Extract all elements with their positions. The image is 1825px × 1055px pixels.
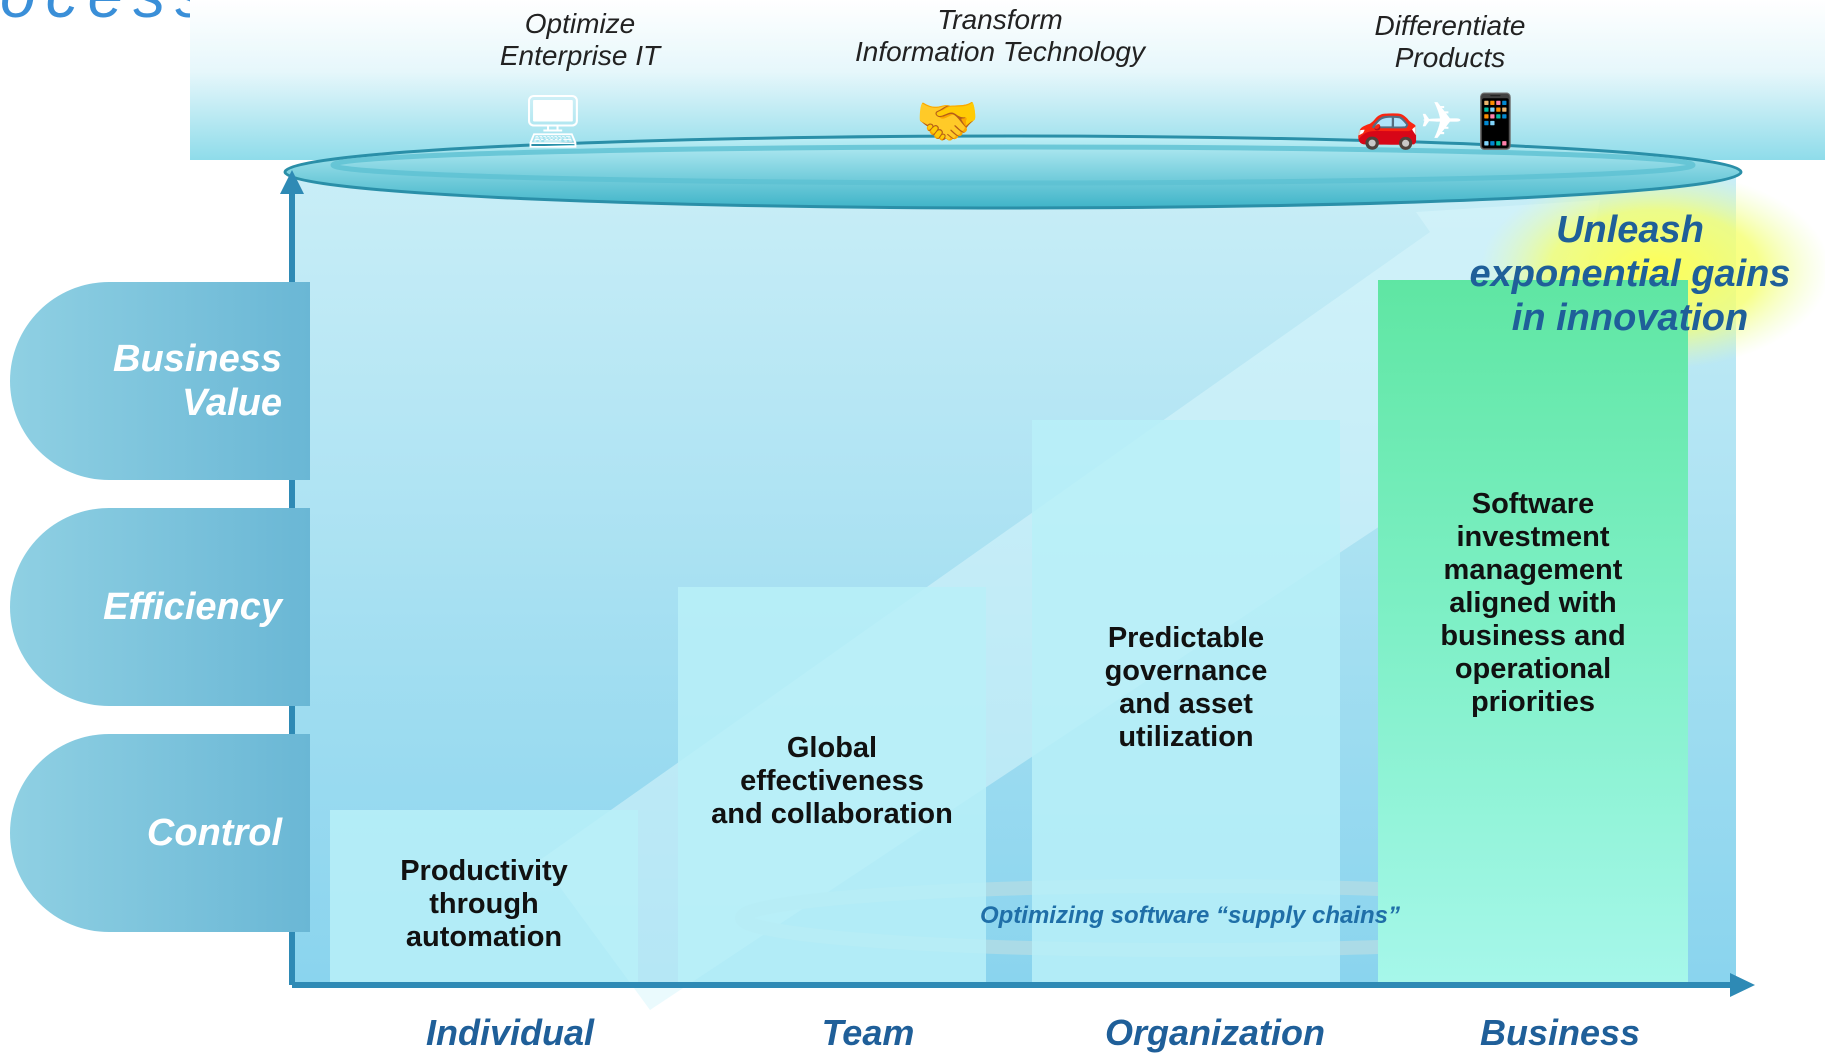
computer-icon: 🖥 (520, 93, 587, 151)
level-efficiency: Efficiency (10, 508, 310, 706)
products-icon: 🚗✈📱 (1355, 93, 1529, 151)
y-axis-arrowhead (280, 170, 304, 194)
axis-label-business: Business (1479, 1012, 1641, 1053)
top-ring (283, 134, 1743, 210)
axis-label-individual: Individual (425, 1012, 594, 1053)
partial-title: ocess (0, 0, 217, 32)
axis-label-team: Team (821, 1012, 915, 1053)
top-band (190, 0, 1825, 160)
handshake-icon: 🤝 (915, 93, 980, 151)
supply-chain-label: Optimizing software “supply chains” (979, 902, 1401, 929)
axis-label-organization: Organization (1104, 1012, 1325, 1053)
x-axis-arrowhead (1730, 973, 1755, 997)
level-control: Control (10, 734, 310, 932)
